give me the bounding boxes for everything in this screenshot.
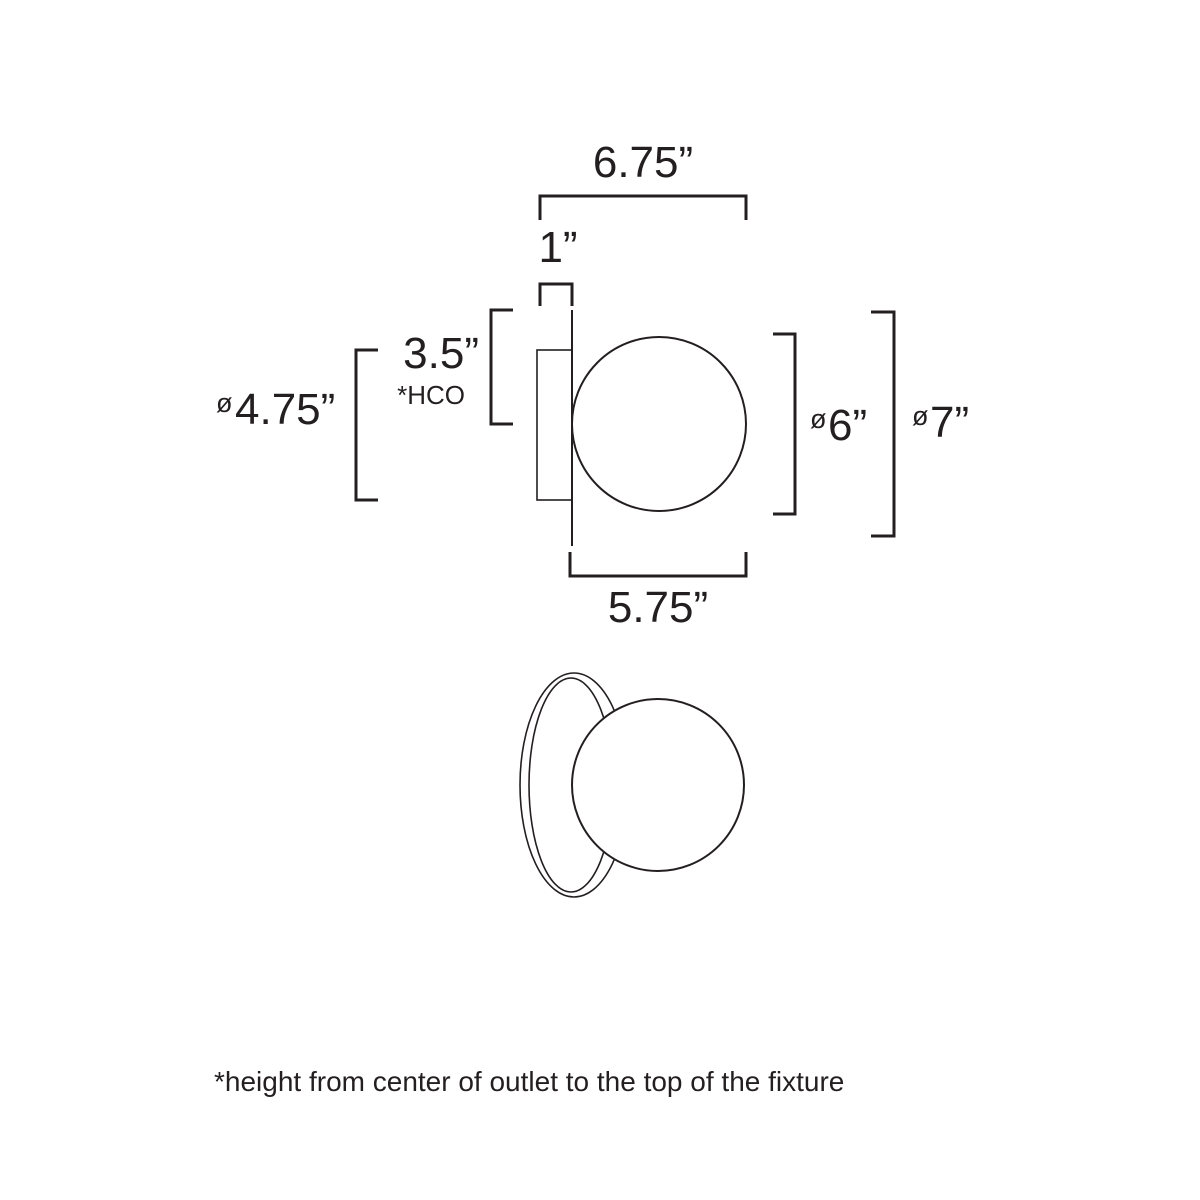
globe-diameter-label: 6” bbox=[828, 401, 867, 450]
backplate-diameter-bracket bbox=[354, 348, 378, 502]
backplate-side-view bbox=[536, 349, 573, 501]
hco-bracket bbox=[489, 308, 513, 426]
plate-depth-bracket bbox=[538, 282, 574, 306]
hco-note-label: *HCO bbox=[397, 380, 465, 410]
fixture-height-bracket bbox=[871, 310, 896, 538]
footnote-text: *height from center of outlet to the top… bbox=[214, 1066, 844, 1097]
bottom-width-bracket bbox=[568, 552, 748, 578]
fixture-height-label: 7” bbox=[930, 398, 969, 447]
backplate-diameter-symbol: ø bbox=[216, 388, 233, 418]
top-width-bracket bbox=[538, 194, 748, 220]
hco-label: 3.5” bbox=[403, 329, 479, 378]
globe-side-view bbox=[571, 336, 747, 512]
bottom-width-label: 5.75” bbox=[608, 583, 708, 632]
plate-depth-label: 1” bbox=[538, 223, 577, 272]
globe-diameter-symbol: ø bbox=[810, 404, 827, 434]
globe-diameter-bracket bbox=[773, 332, 797, 516]
backplate-diameter-label: 4.75” bbox=[235, 385, 335, 434]
top-width-label: 6.75” bbox=[593, 138, 693, 187]
globe-front-view bbox=[571, 698, 745, 872]
fixture-height-symbol: ø bbox=[912, 401, 929, 431]
